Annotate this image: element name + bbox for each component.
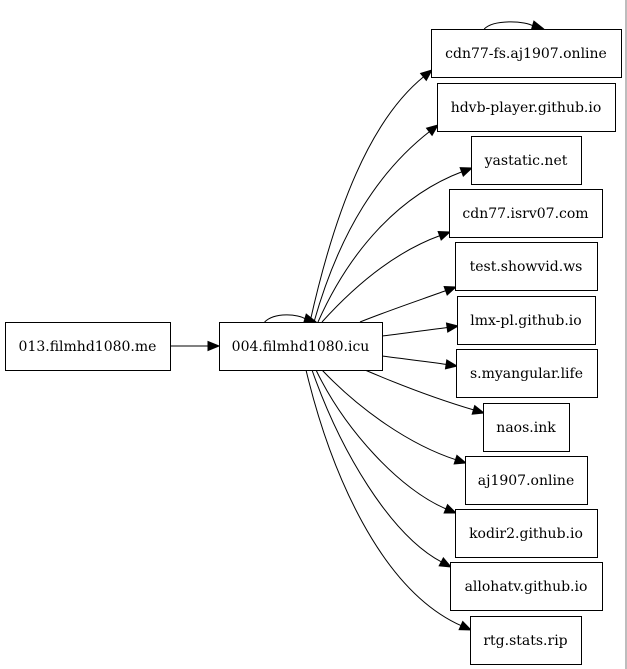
node-source: 013.filmhd1080.me	[5, 322, 171, 371]
edge-hub-to-aj1907-arrowhead	[453, 454, 468, 465]
node-box	[483, 403, 570, 452]
edge-cdn77fs-to-cdn77fs	[483, 21, 534, 30]
node-box	[449, 189, 603, 238]
edge-hub-to-naos	[364, 369, 475, 411]
node-label: s.myangular.life	[470, 366, 583, 382]
node-label: allohatv.github.io	[465, 579, 588, 595]
edge-hub-to-showvid	[359, 289, 447, 323]
nodes-layer: 013.filmhd1080.me 004.filmhd1080.icu cdn77…	[5, 29, 622, 665]
node-label: kodir2.github.io	[469, 526, 583, 542]
node-cdn77fs: cdn77-fs.aj1907.online	[431, 29, 622, 78]
node-label: 013.filmhd1080.me	[19, 339, 157, 355]
node-showvid: test.showvid.ws	[455, 242, 598, 291]
node-hdvb: hdvb-player.github.io	[437, 83, 616, 132]
edge-source-to-hub-arrowhead	[207, 340, 221, 352]
edge-hub-to-cdn77fs	[309, 75, 425, 323]
node-box	[455, 242, 598, 291]
node-label: test.showvid.ws	[470, 259, 583, 275]
node-box	[219, 322, 383, 371]
edge-hub-to-aj1907	[321, 369, 457, 461]
edge-hub-to-cdn77fs-arrowhead	[419, 69, 434, 82]
edge-hub-to-isrv07-arrowhead	[437, 230, 452, 241]
node-box	[450, 562, 603, 611]
edge-hub-to-showvid-arrowhead	[443, 285, 458, 296]
node-allohatv: allohatv.github.io	[450, 562, 603, 611]
edge-hub-to-hdvb	[313, 130, 431, 323]
edge-cdn77fs-to-cdn77fs-arrowhead	[530, 20, 545, 31]
edge-hub-to-kodir2	[315, 369, 447, 510]
edge-hub-to-isrv07	[321, 234, 441, 323]
node-label: 004.filmhd1080.icu	[232, 339, 370, 355]
edge-hub-to-yastatic	[317, 171, 463, 323]
node-box	[455, 509, 598, 558]
node-isrv07: cdn77.isrv07.com	[449, 189, 603, 238]
node-label: aj1907.online	[478, 473, 574, 489]
node-label: cdn77.isrv07.com	[462, 206, 588, 222]
edge-hub-to-yastatic-arrowhead	[459, 167, 474, 177]
edge-hub-to-myangular-arrowhead	[444, 359, 459, 370]
window-edge	[625, 0, 627, 669]
node-label: naos.ink	[496, 420, 556, 436]
node-box	[5, 322, 171, 371]
edge-hub-to-hdvb-arrowhead	[425, 124, 440, 137]
edge-hub-to-myangular	[381, 355, 448, 366]
node-box	[470, 616, 582, 665]
node-naos: naos.ink	[483, 403, 570, 452]
edge-hub-to-rtg-arrowhead	[458, 620, 473, 631]
node-box	[471, 136, 582, 185]
edge-hub-to-lmxpl	[381, 326, 449, 337]
node-box	[431, 29, 622, 78]
node-myangular: s.myangular.life	[456, 349, 598, 398]
edge-hub-to-allohatv	[311, 369, 443, 563]
node-label: rtg.stats.rip	[483, 633, 567, 649]
node-box	[457, 296, 596, 345]
node-yastatic: yastatic.net	[471, 136, 582, 185]
node-hub: 004.filmhd1080.icu	[219, 322, 383, 371]
node-label: hdvb-player.github.io	[451, 100, 602, 116]
node-label: cdn77-fs.aj1907.online	[445, 46, 607, 62]
node-box	[465, 456, 588, 505]
node-lmxpl: lmx-pl.github.io	[457, 296, 596, 345]
node-label: yastatic.net	[484, 153, 568, 169]
node-label: lmx-pl.github.io	[470, 313, 581, 329]
edge-hub-to-lmxpl-arrowhead	[445, 322, 460, 333]
edge-hub-to-rtg	[305, 369, 463, 627]
node-box	[456, 349, 598, 398]
edge-hub-to-allohatv-arrowhead	[438, 557, 453, 568]
edge-hub-to-hub	[264, 314, 306, 323]
node-rtg: rtg.stats.rip	[470, 616, 582, 665]
node-kodir2: kodir2.github.io	[455, 509, 598, 558]
node-aj1907: aj1907.online	[465, 456, 588, 505]
node-box	[437, 83, 616, 132]
edge-hub-to-kodir2-arrowhead	[443, 503, 458, 514]
edge-hub-to-naos-arrowhead	[471, 404, 486, 415]
